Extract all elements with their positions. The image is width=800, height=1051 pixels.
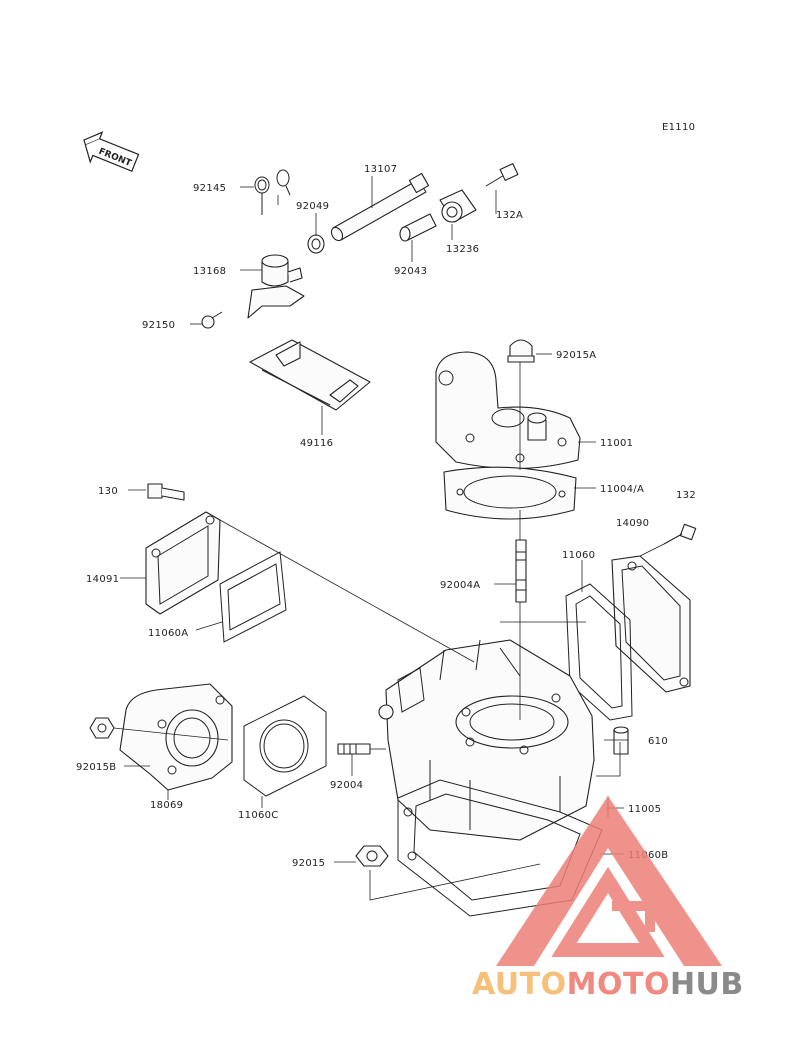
label-92049[interactable]: 92049 [296, 201, 329, 212]
watermark-logo [496, 796, 722, 966]
watermark-hub: HUB [670, 967, 744, 1002]
label-14091[interactable]: 14091 [86, 574, 119, 585]
label-92015[interactable]: 92015 [292, 858, 325, 869]
watermark-triangle-icon [496, 796, 722, 966]
diagram-code: E1110 [662, 122, 695, 133]
label-13168[interactable]: 13168 [193, 266, 226, 277]
bolt-part-132A [485, 163, 519, 187]
cover-part-14090 [611, 555, 691, 693]
cover-part-14091 [145, 511, 221, 615]
stud-part-92004A [515, 539, 527, 603]
label-92004[interactable]: 92004 [330, 780, 363, 791]
watermark-text: AUTOMOTOHUB [472, 967, 744, 1002]
cylinder-part-11005 [378, 639, 595, 841]
label-92015B[interactable]: 92015B [76, 762, 116, 773]
label-92150[interactable]: 92150 [142, 320, 175, 331]
stud-part-92004 [337, 743, 371, 755]
label-92004A[interactable]: 92004A [440, 580, 480, 591]
label-11004A[interactable]: 11004/A [600, 484, 644, 495]
shaft-part-13107 [330, 172, 430, 242]
collar-part-13168 [247, 254, 305, 319]
label-13107[interactable]: 13107 [364, 164, 397, 175]
label-92145[interactable]: 92145 [193, 183, 226, 194]
label-11060B[interactable]: 11060B [628, 850, 668, 861]
label-11060A[interactable]: 11060A [148, 628, 188, 639]
label-11001[interactable]: 11001 [600, 438, 633, 449]
label-18069[interactable]: 18069 [150, 800, 183, 811]
gasket-part-11060C [243, 695, 327, 797]
label-11005[interactable]: 11005 [628, 804, 661, 815]
head-gasket-part-11004 [443, 466, 577, 520]
nut-part-92015A [507, 339, 535, 363]
nut-part-92015B [89, 717, 115, 739]
guide-part-49116 [249, 339, 371, 411]
pin-part-92043 [399, 213, 437, 242]
gasket-part-11060A [219, 551, 287, 643]
label-13236[interactable]: 13236 [446, 244, 479, 255]
cylinder-head-part-11001 [435, 351, 581, 470]
gear-part-13236 [439, 189, 477, 223]
front-arrow-icon: FRONT [83, 131, 140, 172]
label-132[interactable]: 132 [676, 490, 696, 501]
manifold-part-18069 [119, 683, 233, 791]
label-14090[interactable]: 14090 [616, 518, 649, 529]
bolt-part-92150 [201, 311, 223, 329]
part-labels: 92145 13107 92049 132A 13236 92043 13168… [76, 164, 696, 869]
label-130[interactable]: 130 [98, 486, 118, 497]
nut-part-92015 [355, 845, 389, 867]
label-11060[interactable]: 11060 [562, 550, 595, 561]
label-610[interactable]: 610 [648, 736, 668, 747]
watermark-moto: MOTO [567, 967, 670, 1002]
label-92043[interactable]: 92043 [394, 266, 427, 277]
dowel-part-610 [613, 726, 629, 755]
leader-lines [113, 176, 665, 901]
label-11060C[interactable]: 11060C [238, 810, 279, 821]
watermark-auto: AUTO [472, 967, 567, 1002]
bolt-part-132 [663, 523, 697, 545]
washer-part-92049 [307, 234, 325, 254]
bolt-part-130 [147, 483, 185, 501]
spring-part-92145 [254, 169, 291, 215]
label-49116[interactable]: 49116 [300, 438, 333, 449]
label-92015A[interactable]: 92015A [556, 350, 596, 361]
label-132A[interactable]: 132A [496, 210, 523, 221]
